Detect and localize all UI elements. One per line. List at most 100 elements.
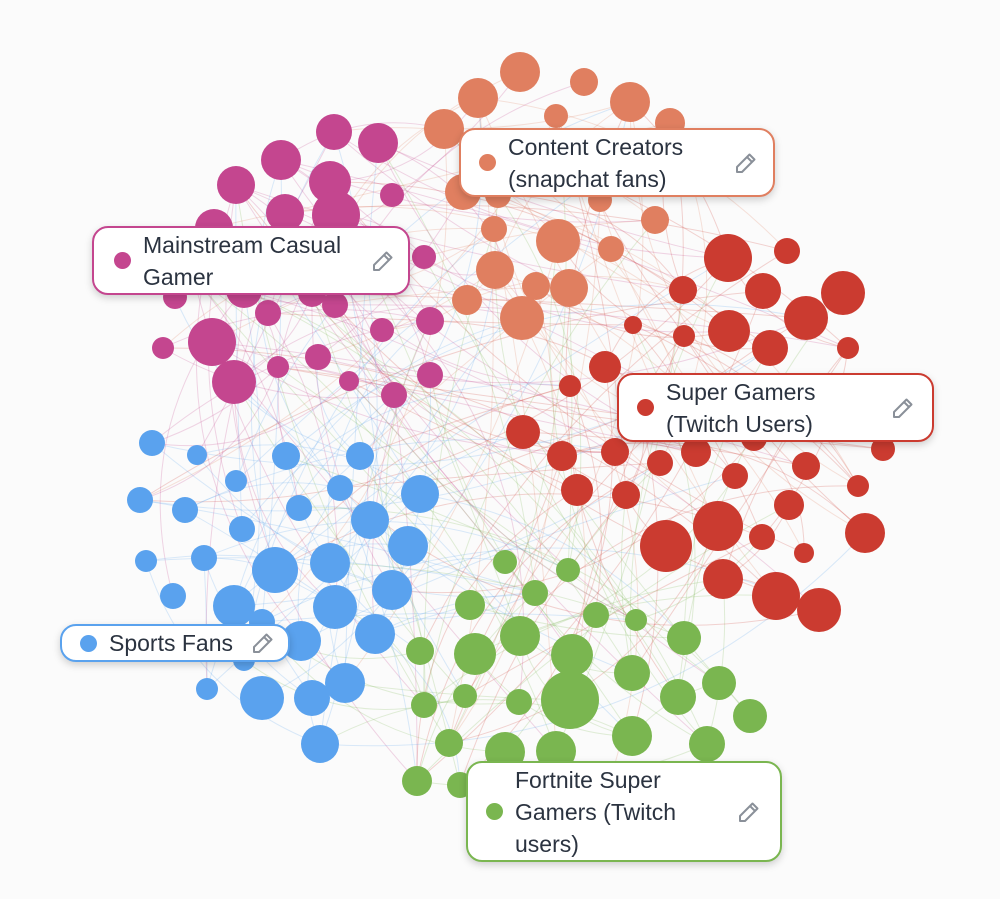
graph-node-casual[interactable] (417, 362, 443, 388)
graph-node-sports[interactable] (325, 663, 365, 703)
graph-node-creators[interactable] (522, 272, 550, 300)
graph-node-casual[interactable] (316, 114, 352, 150)
graph-node-super[interactable] (752, 572, 800, 620)
graph-node-super[interactable] (703, 559, 743, 599)
graph-node-super[interactable] (673, 325, 695, 347)
graph-node-super[interactable] (601, 438, 629, 466)
graph-node-sports[interactable] (272, 442, 300, 470)
graph-node-casual[interactable] (255, 300, 281, 326)
graph-node-fortnite[interactable] (455, 590, 485, 620)
graph-node-super[interactable] (845, 513, 885, 553)
graph-node-super[interactable] (669, 276, 697, 304)
graph-node-sports[interactable] (355, 614, 395, 654)
graph-node-fortnite[interactable] (667, 621, 701, 655)
graph-node-creators[interactable] (641, 206, 669, 234)
graph-node-sports[interactable] (294, 680, 330, 716)
graph-node-super[interactable] (547, 441, 577, 471)
graph-node-sports[interactable] (225, 470, 247, 492)
graph-node-fortnite[interactable] (660, 679, 696, 715)
graph-node-casual[interactable] (217, 166, 255, 204)
graph-node-fortnite[interactable] (500, 616, 540, 656)
graph-node-sports[interactable] (187, 445, 207, 465)
graph-node-creators[interactable] (598, 236, 624, 262)
pencil-icon[interactable] (370, 248, 396, 274)
graph-node-sports[interactable] (346, 442, 374, 470)
graph-node-casual[interactable] (261, 140, 301, 180)
graph-node-casual[interactable] (416, 307, 444, 335)
graph-node-fortnite[interactable] (522, 580, 548, 606)
graph-node-sports[interactable] (372, 570, 412, 610)
graph-node-super[interactable] (559, 375, 581, 397)
graph-node-fortnite[interactable] (583, 602, 609, 628)
graph-node-casual[interactable] (212, 360, 256, 404)
graph-node-super[interactable] (722, 463, 748, 489)
graph-node-sports[interactable] (160, 583, 186, 609)
graph-node-sports[interactable] (240, 676, 284, 720)
graph-node-casual[interactable] (381, 382, 407, 408)
graph-node-super[interactable] (624, 316, 642, 334)
graph-node-sports[interactable] (127, 487, 153, 513)
graph-node-sports[interactable] (139, 430, 165, 456)
graph-node-creators[interactable] (458, 78, 498, 118)
graph-node-sports[interactable] (213, 585, 255, 627)
cluster-label-content-creators[interactable]: Content Creators (snapchat fans) (459, 128, 775, 197)
graph-node-creators[interactable] (500, 52, 540, 92)
graph-node-creators[interactable] (500, 296, 544, 340)
graph-node-sports[interactable] (301, 725, 339, 763)
graph-node-casual[interactable] (266, 194, 304, 232)
graph-node-fortnite[interactable] (454, 633, 496, 675)
graph-node-creators[interactable] (481, 216, 507, 242)
graph-node-fortnite[interactable] (435, 729, 463, 757)
graph-node-casual[interactable] (267, 356, 289, 378)
graph-node-super[interactable] (797, 588, 841, 632)
graph-node-creators[interactable] (544, 104, 568, 128)
graph-node-super[interactable] (774, 490, 804, 520)
graph-node-super[interactable] (506, 415, 540, 449)
graph-node-sports[interactable] (313, 585, 357, 629)
graph-node-fortnite[interactable] (625, 609, 647, 631)
graph-node-casual[interactable] (188, 318, 236, 366)
cluster-label-fortnite-super-gamers[interactable]: Fortnite Super Gamers (Twitch users) (466, 761, 782, 862)
graph-node-casual[interactable] (370, 318, 394, 342)
graph-node-super[interactable] (837, 337, 859, 359)
graph-node-super[interactable] (561, 474, 593, 506)
graph-node-super[interactable] (752, 330, 788, 366)
graph-node-creators[interactable] (610, 82, 650, 122)
graph-node-fortnite[interactable] (402, 766, 432, 796)
graph-node-sports[interactable] (196, 678, 218, 700)
graph-node-casual[interactable] (380, 183, 404, 207)
graph-node-creators[interactable] (476, 251, 514, 289)
graph-node-super[interactable] (681, 437, 711, 467)
graph-node-creators[interactable] (452, 285, 482, 315)
cluster-label-super-gamers[interactable]: Super Gamers (Twitch Users) (617, 373, 934, 442)
graph-node-super[interactable] (749, 524, 775, 550)
cluster-label-sports-fans[interactable]: Sports Fans (60, 624, 290, 662)
pencil-icon[interactable] (736, 799, 762, 825)
graph-node-fortnite[interactable] (541, 671, 599, 729)
graph-node-super[interactable] (589, 351, 621, 383)
graph-node-super[interactable] (784, 296, 828, 340)
graph-node-casual[interactable] (152, 337, 174, 359)
graph-node-sports[interactable] (135, 550, 157, 572)
graph-node-creators[interactable] (570, 68, 598, 96)
graph-node-fortnite[interactable] (614, 655, 650, 691)
graph-node-sports[interactable] (252, 547, 298, 593)
graph-node-casual[interactable] (412, 245, 436, 269)
graph-node-fortnite[interactable] (453, 684, 477, 708)
graph-node-super[interactable] (647, 450, 673, 476)
graph-node-super[interactable] (704, 234, 752, 282)
graph-node-sports[interactable] (327, 475, 353, 501)
pencil-icon[interactable] (890, 395, 916, 421)
graph-node-fortnite[interactable] (733, 699, 767, 733)
pencil-icon[interactable] (250, 630, 276, 656)
graph-node-super[interactable] (745, 273, 781, 309)
graph-node-fortnite[interactable] (406, 637, 434, 665)
graph-node-super[interactable] (871, 437, 895, 461)
graph-node-fortnite[interactable] (551, 634, 593, 676)
graph-node-creators[interactable] (424, 109, 464, 149)
graph-node-sports[interactable] (229, 516, 255, 542)
graph-node-casual[interactable] (358, 123, 398, 163)
graph-node-super[interactable] (821, 271, 865, 315)
pencil-icon[interactable] (733, 150, 759, 176)
